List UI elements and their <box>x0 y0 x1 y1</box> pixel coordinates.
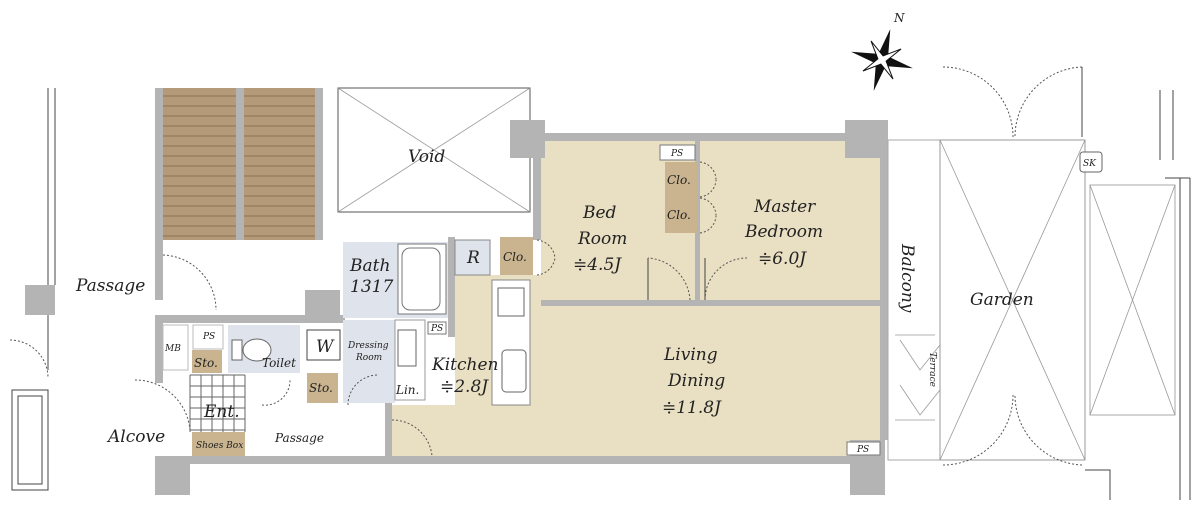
kitchen-size: ≑2.8J <box>440 377 489 397</box>
washer-icon <box>306 329 341 361</box>
north-compass-icon: N <box>851 11 913 91</box>
bedroom-label: Room <box>577 229 627 249</box>
entry-door[interactable] <box>134 379 191 431</box>
master-bedroom-floor <box>700 141 880 300</box>
storage-label: Sto. <box>194 356 218 370</box>
kitchen-label: Kitchen <box>431 355 498 375</box>
closet-label: Clo. <box>667 208 691 222</box>
storage-2 <box>307 373 338 403</box>
storage-label: Sto. <box>309 381 333 395</box>
living-floor <box>541 306 880 456</box>
ps-label: PS <box>856 445 869 455</box>
bedroom-size: ≑4.5J <box>573 255 622 275</box>
closet-label: Clo. <box>667 173 691 187</box>
void-label: Void <box>408 147 445 167</box>
master-bedroom-label: Master <box>753 197 816 217</box>
dressing-label: Room <box>355 353 382 363</box>
sink-label: SK <box>1083 159 1097 169</box>
linen-label: Lin. <box>395 383 419 397</box>
refrigerator-label: R <box>466 248 480 268</box>
living-label: Dining <box>667 371 725 391</box>
north-label: N <box>893 11 905 25</box>
toilet-label: Toilet <box>262 356 296 370</box>
bedroom-label: Bed <box>582 203 617 223</box>
balcony-label: Balcony <box>897 243 917 313</box>
ps-box <box>427 321 447 335</box>
ps-label: PS <box>202 332 215 342</box>
shoes-box-label: Shoes Box <box>196 441 243 451</box>
washbasin-icon <box>397 329 417 367</box>
passage-label: Passage <box>75 276 145 296</box>
living-size: ≑11.8J <box>662 398 722 418</box>
master-bedroom-size: ≑6.0J <box>758 249 807 269</box>
sink-icon <box>501 349 527 393</box>
garden-label: Garden <box>970 290 1034 310</box>
ps-label: PS <box>430 324 443 334</box>
closet-master-1 <box>665 162 697 197</box>
refrigerator <box>454 239 491 276</box>
entrance-label: Ent. <box>203 402 240 422</box>
dressing-label: Dressing <box>347 341 389 351</box>
shoes-box <box>192 432 245 456</box>
bath-label: Bath <box>349 256 390 276</box>
ps-box <box>846 441 881 456</box>
passage-label: Passage <box>274 431 324 445</box>
adjacent-unit <box>9 88 56 491</box>
walls <box>155 120 888 495</box>
garden-area: Garden SK <box>939 66 1191 500</box>
closet-label: Clo. <box>503 250 527 264</box>
living-entry-floor <box>392 405 541 456</box>
closet-master-2 <box>665 197 697 233</box>
void-area: Void <box>337 87 531 213</box>
meter-box-label: MB <box>164 344 181 354</box>
entrance-tiles <box>189 374 246 432</box>
ps-label: PS <box>670 149 683 159</box>
bath-size: 1317 <box>350 277 393 297</box>
staircase <box>155 88 323 300</box>
washer-label: W <box>316 337 335 357</box>
dressing-floor <box>343 320 395 403</box>
storage-1 <box>192 350 222 373</box>
master-bedroom-label: Bedroom <box>744 222 823 242</box>
balcony-area: Balcony Terrace <box>887 139 941 461</box>
bathtub-icon <box>397 243 447 315</box>
terrace-label: Terrace <box>927 352 937 387</box>
ps-box <box>659 144 696 161</box>
living-label: Living <box>663 345 718 365</box>
stove-icon <box>497 287 525 317</box>
alcove-label: Alcove <box>106 427 165 447</box>
closet-bedroom <box>500 237 533 275</box>
toilet-icon <box>242 338 272 362</box>
